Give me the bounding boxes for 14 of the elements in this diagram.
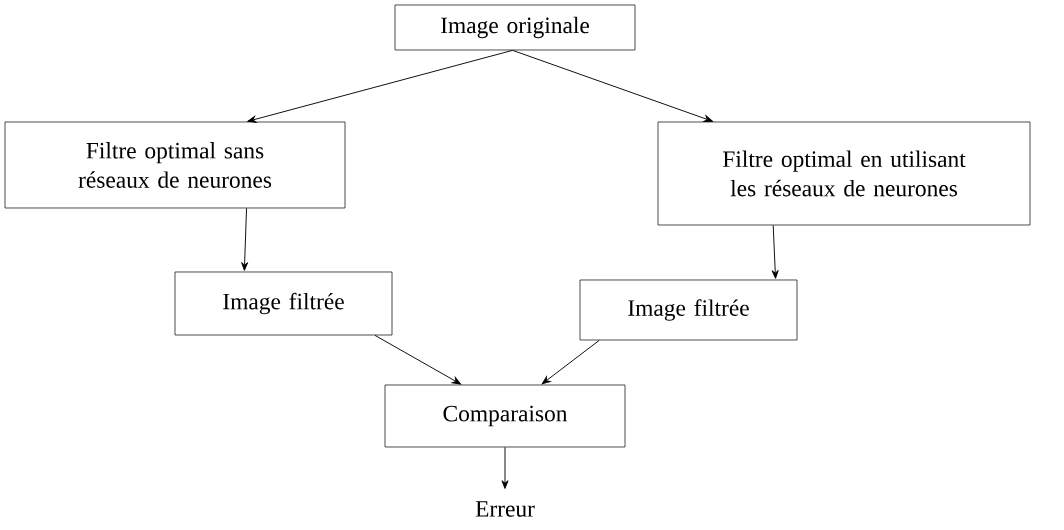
process-box: Filtre optimal sans réseaux de neurones [4, 121, 346, 209]
process-box: Image originale [394, 4, 636, 51]
process-box: Image filtrée [174, 271, 393, 336]
arrow [374, 334, 462, 385]
arrow [501, 446, 509, 489]
process-box: Image filtrée [579, 279, 798, 341]
process-box: Comparaison [384, 384, 626, 448]
output-label: Erreur [475, 501, 535, 517]
arrow [771, 224, 779, 279]
arrow [512, 49, 713, 122]
arrow [247, 49, 514, 123]
arrow [241, 207, 249, 271]
process-box: Filtre optimal en utilisant les réseaux de neurones [657, 121, 1031, 226]
arrow [541, 339, 600, 385]
